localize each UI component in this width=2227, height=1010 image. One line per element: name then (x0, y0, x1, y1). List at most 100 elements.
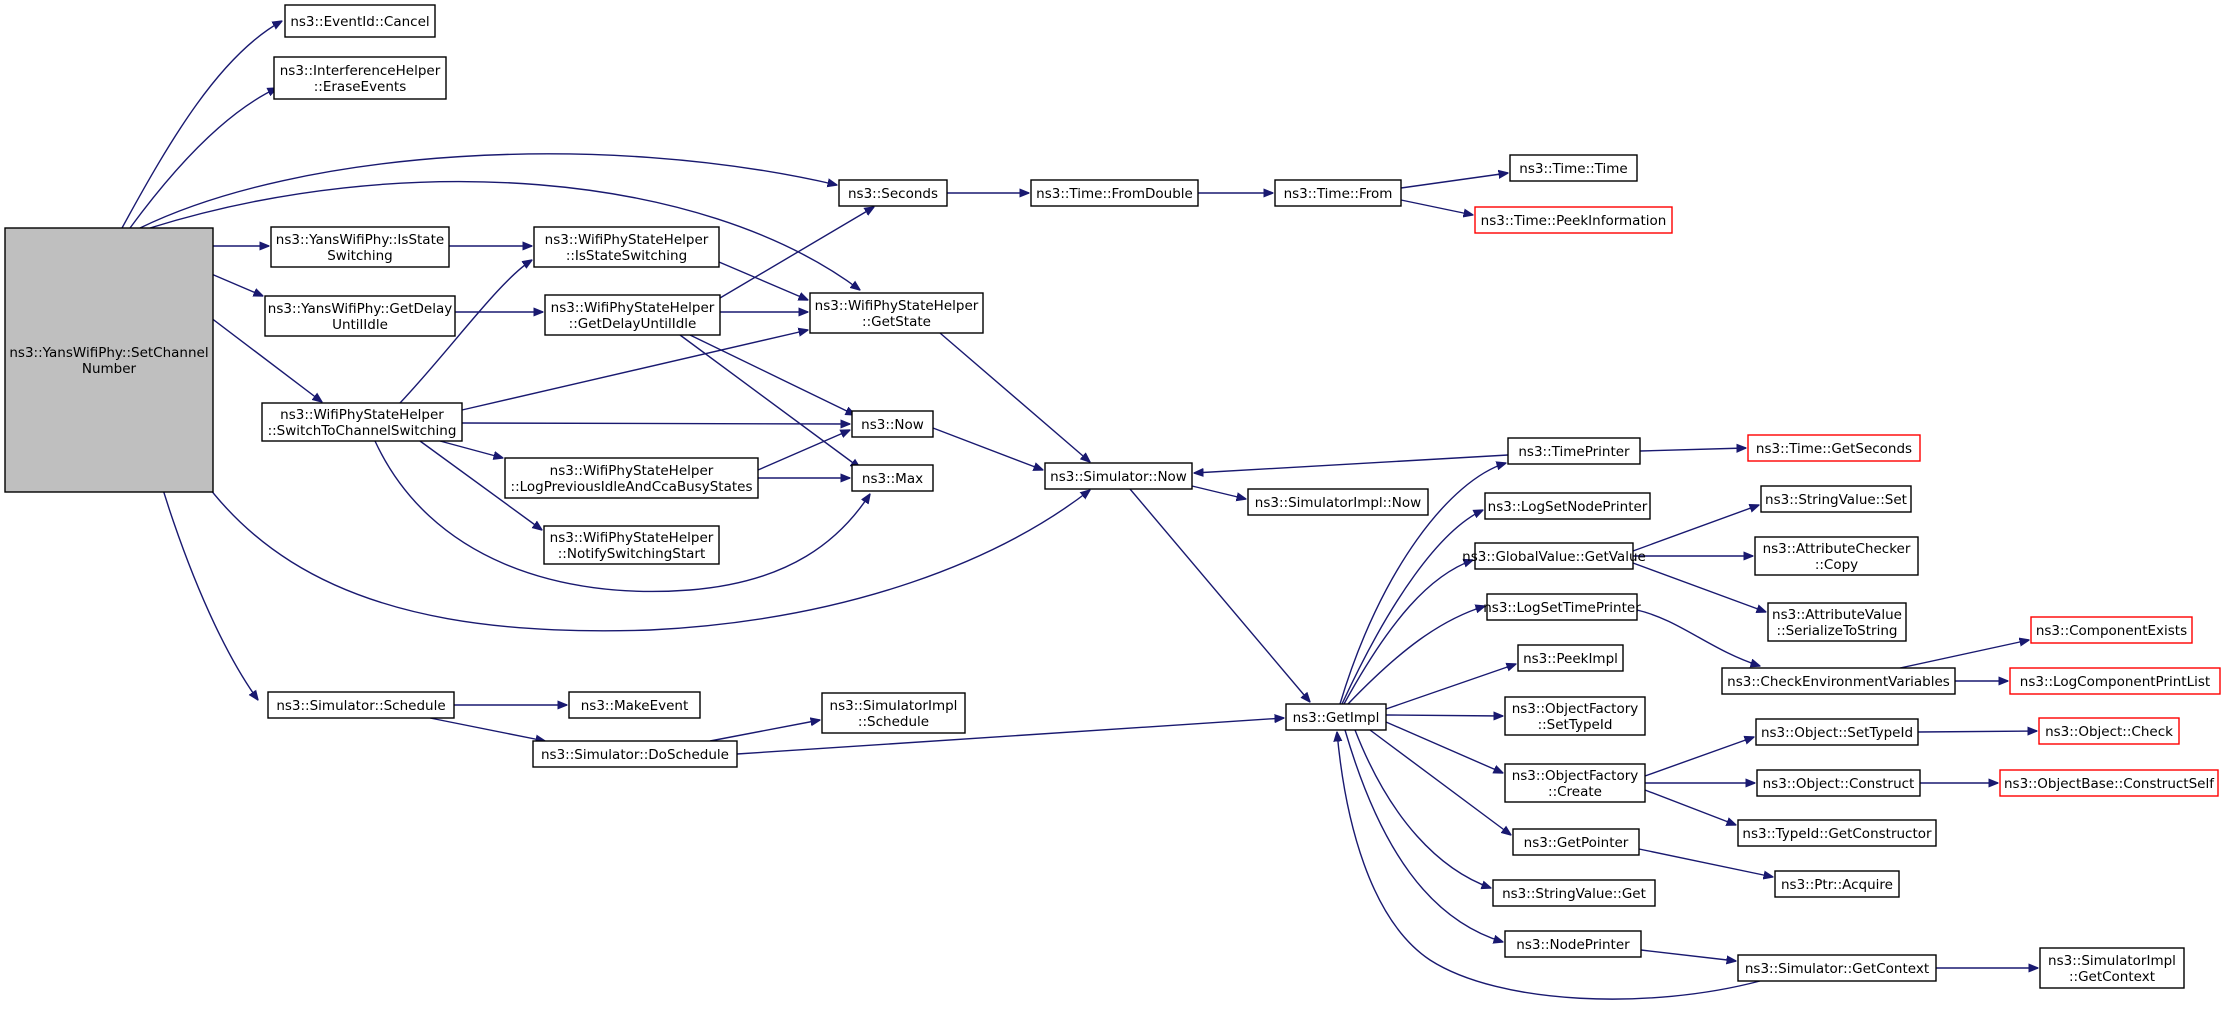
node-label: ns3::Time::FromDouble (1036, 186, 1193, 202)
node-box (1247, 488, 1429, 516)
node-wgetdelay[interactable]: ns3::WifiPhyStateHelper::GetDelayUntilId… (544, 294, 721, 336)
node-from[interactable]: ns3::Time::From (1274, 179, 1402, 207)
node-logtimeprinter[interactable]: ns3::LogSetTimePrinter (1483, 593, 1641, 621)
edge-getimpl-to-globalget (1343, 560, 1473, 705)
node-box (1509, 154, 1638, 182)
node-label: ns3::ComponentExists (2036, 623, 2187, 639)
node-box (273, 56, 447, 100)
node-label: ns3::Object::Check (2045, 724, 2173, 740)
edge-switchto-to-wisstate (399, 260, 532, 404)
edge-wgetdelay-to-seconds (719, 207, 874, 299)
edge-getpointer-to-ptracquire (1638, 848, 1773, 877)
node-getpointer[interactable]: ns3::GetPointer (1512, 828, 1640, 856)
node-box (1274, 179, 1402, 207)
node-time[interactable]: ns3::Time::Time (1509, 154, 1638, 182)
edge-root-to-seconds (139, 153, 837, 229)
node-box (1285, 703, 1387, 731)
edge-simnow-to-simimplnow (1191, 485, 1246, 499)
node-label: ns3::TimePrinter (1518, 444, 1630, 460)
node-label: UntilIdle (332, 317, 388, 333)
node-seconds[interactable]: ns3::Seconds (838, 179, 948, 207)
node-now[interactable]: ns3::Now (851, 410, 934, 438)
edge-getimpl-to-ofcreate (1385, 721, 1503, 773)
node-fromdouble[interactable]: ns3::Time::FromDouble (1030, 179, 1199, 207)
node-label: ::SetTypeId (1538, 717, 1613, 733)
node-box (1747, 434, 1921, 462)
node-max[interactable]: ns3::Max (851, 464, 934, 492)
edge-from-to-peekinfo (1400, 199, 1473, 215)
edge-globalget-to-stringset (1632, 505, 1759, 552)
node-box (809, 292, 984, 334)
edge-now-to-simnow (932, 427, 1043, 470)
node-attrcopy[interactable]: ns3::AttributeChecker::Copy (1754, 536, 1919, 576)
node-ygetdelay[interactable]: ns3::YansWifiPhy::GetDelayUntilIdle (264, 295, 456, 337)
node-label: ns3::TypeId::GetConstructor (1742, 826, 1932, 842)
node-objconstruct[interactable]: ns3::Object::Construct (1756, 769, 1921, 797)
edge-timeprinter-to-simnow (1194, 454, 1509, 473)
node-attrser[interactable]: ns3::AttributeValue::SerializeToString (1767, 602, 1907, 642)
node-simimplnow[interactable]: ns3::SimulatorImpl::Now (1247, 488, 1429, 516)
node-objcheck[interactable]: ns3::Object::Check (2038, 717, 2180, 745)
node-box (1756, 769, 1921, 797)
node-globalget[interactable]: ns3::GlobalValue::GetValue (1462, 542, 1646, 570)
node-peekinfo[interactable]: ns3::Time::PeekInformation (1474, 206, 1673, 234)
node-objsettypeid[interactable]: ns3::Object::SetTypeId (1755, 718, 1919, 746)
node-wisstate[interactable]: ns3::WifiPhyStateHelper::IsStateSwitchin… (533, 226, 720, 268)
node-label: ns3::Simulator::GetContext (1745, 961, 1929, 977)
edge-root-to-getstate (149, 180, 860, 290)
node-simnow[interactable]: ns3::Simulator::Now (1044, 462, 1193, 490)
node-logcomplist[interactable]: ns3::LogComponentPrintList (2009, 667, 2221, 695)
node-ofcreate[interactable]: ns3::ObjectFactory::Create (1504, 763, 1646, 803)
node-stringget[interactable]: ns3::StringValue::Get (1492, 879, 1656, 907)
edge-switchto-to-max (374, 440, 870, 593)
node-cancel[interactable]: ns3::EventId::Cancel (284, 4, 436, 38)
node-box (1517, 644, 1624, 672)
edge-globalget-to-attrser (1632, 562, 1766, 612)
edge-logtimeprinter-to-checkenv (1636, 609, 1760, 666)
node-yisstate[interactable]: ns3::YansWifiPhy::IsStateSwitching (270, 226, 450, 268)
node-logprev[interactable]: ns3::WifiPhyStateHelper::LogPreviousIdle… (504, 457, 759, 499)
node-checkenv[interactable]: ns3::CheckEnvironmentVariables (1721, 667, 1956, 695)
node-box (1755, 718, 1919, 746)
node-box (1484, 492, 1651, 520)
node-typeidgetctor[interactable]: ns3::TypeId::GetConstructor (1737, 819, 1937, 847)
node-label: ns3::MakeEvent (581, 698, 689, 714)
node-objbaseconstruct[interactable]: ns3::ObjectBase::ConstructSelf (1999, 769, 2219, 797)
edge-getimpl-to-stringget (1354, 729, 1491, 888)
node-label: ::SerializeToString (1777, 623, 1898, 639)
node-timeprinter[interactable]: ns3::TimePrinter (1507, 437, 1641, 465)
edge-nodeprinter-to-simgetctx (1640, 949, 1736, 961)
node-simimplschedule[interactable]: ns3::SimulatorImpl::Schedule (821, 692, 966, 734)
edge-objsettypeid-to-objcheck (1917, 731, 2037, 732)
node-getseconds[interactable]: ns3::Time::GetSeconds (1747, 434, 1921, 462)
edge-doschedule-to-simimplschedule (709, 720, 820, 742)
node-box (1760, 485, 1912, 513)
node-label: ns3::WifiPhyStateHelper (551, 300, 715, 316)
node-simimplgetctx[interactable]: ns3::SimulatorImpl::GetContext (2039, 947, 2185, 989)
node-erase[interactable]: ns3::InterferenceHelper::EraseEvents (273, 56, 447, 100)
node-label: ns3::Time::PeekInformation (1481, 213, 1667, 229)
node-label: ns3::AttributeChecker (1763, 541, 1911, 557)
node-box (1999, 769, 2219, 797)
node-box (1721, 667, 1956, 695)
node-stringset[interactable]: ns3::StringValue::Set (1760, 485, 1912, 513)
node-simgetctx[interactable]: ns3::Simulator::GetContext (1737, 954, 1937, 982)
edge-wgetdelay-to-now (689, 334, 855, 415)
edge-getstate-to-simnow (939, 332, 1090, 462)
node-schedule[interactable]: ns3::Simulator::Schedule (267, 691, 455, 719)
node-lognodeprinter[interactable]: ns3::LogSetNodePrinter (1484, 492, 1651, 520)
node-label: ns3::YansWifiPhy::IsState (276, 232, 444, 248)
node-switchto[interactable]: ns3::WifiPhyStateHelper::SwitchToChannel… (261, 402, 463, 442)
node-peekimpl[interactable]: ns3::PeekImpl (1517, 644, 1624, 672)
node-getimpl[interactable]: ns3::GetImpl (1285, 703, 1387, 731)
node-ptracquire[interactable]: ns3::Ptr::Acquire (1774, 870, 1900, 898)
node-getstate[interactable]: ns3::WifiPhyStateHelper::GetState (809, 292, 984, 334)
node-makeevent[interactable]: ns3::MakeEvent (568, 691, 701, 719)
node-notify[interactable]: ns3::WifiPhyStateHelper::NotifySwitching… (543, 525, 720, 565)
node-doschedule[interactable]: ns3::Simulator::DoSchedule (532, 740, 738, 768)
node-nodeprinter[interactable]: ns3::NodePrinter (1504, 930, 1642, 958)
node-ofsettypeid[interactable]: ns3::ObjectFactory::SetTypeId (1504, 696, 1646, 736)
node-box (4, 227, 214, 493)
node-compexists[interactable]: ns3::ComponentExists (2030, 616, 2193, 644)
